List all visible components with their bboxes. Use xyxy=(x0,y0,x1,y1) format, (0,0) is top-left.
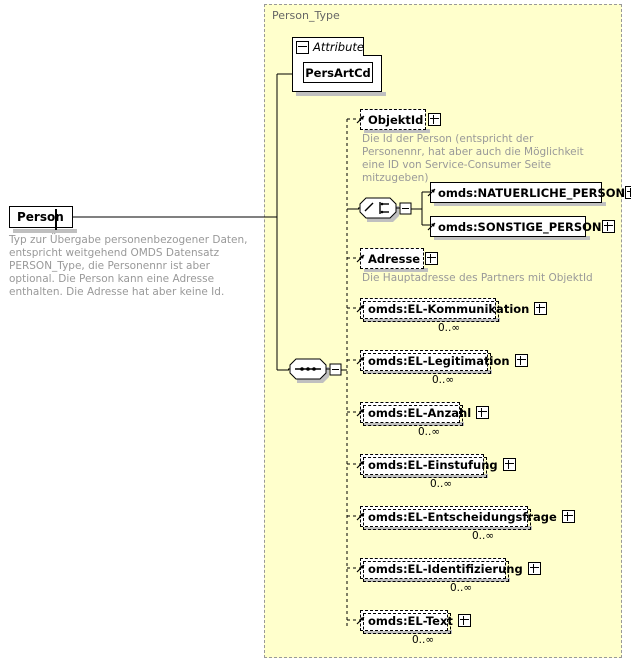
element-el-kommunikation-label: omds:EL-Kommunikation xyxy=(368,301,530,316)
element-el-entscheidungsfrage[interactable]: omds:EL-Entscheidungsfrage xyxy=(360,506,575,527)
element-el-einstufung-label: omds:EL-Einstufung xyxy=(368,457,498,472)
el-kommunikation-shadow xyxy=(364,318,500,322)
person-collapse-toggle[interactable] xyxy=(55,209,57,230)
plus-icon[interactable] xyxy=(425,252,439,265)
plus-icon[interactable] xyxy=(625,186,631,199)
element-el-entscheidungsfrage-label: omds:EL-Entscheidungsfrage xyxy=(368,509,557,524)
element-adresse-label: Adresse xyxy=(368,251,421,266)
element-objektid-label: ObjektId xyxy=(368,112,424,127)
attribute-group-label: Attribute xyxy=(313,40,364,54)
person-box-shadow xyxy=(13,229,77,233)
element-el-kommunikation[interactable]: omds:EL-Kommunikation xyxy=(360,298,548,319)
el-legitimation-occurs: 0..∞ xyxy=(432,374,455,386)
element-el-legitimation-label: omds:EL-Legitimation xyxy=(368,353,510,368)
sequence-compositor[interactable] xyxy=(288,356,344,385)
plus-icon[interactable] xyxy=(502,458,516,471)
plus-icon[interactable] xyxy=(457,614,471,627)
element-el-legitimation[interactable]: omds:EL-Legitimation xyxy=(360,350,528,371)
element-natuerliche-person[interactable]: omds:NATUERLICHE_PERSON xyxy=(430,182,631,203)
minus-icon xyxy=(55,209,57,230)
el-identifizierung-occurs: 0..∞ xyxy=(450,582,473,594)
el-einstufung-shadow xyxy=(364,474,488,478)
adresse-documentation: Die Hauptadresse des Partners mit Objekt… xyxy=(362,272,593,284)
root-element-label: Person xyxy=(17,210,64,224)
el-legitimation-shadow xyxy=(364,370,492,374)
root-element-person[interactable]: Person xyxy=(9,206,73,228)
element-sonstige-person[interactable]: omds:SONSTIGE_PERSON xyxy=(430,216,615,237)
element-adresse[interactable]: Adresse xyxy=(360,248,439,269)
person-documentation: Typ zur Übergabe personenbezogener Daten… xyxy=(9,234,248,298)
choice-compositor[interactable] xyxy=(358,195,414,224)
el-identifizierung-shadow xyxy=(364,578,510,582)
plus-icon[interactable] xyxy=(428,113,442,126)
attribute-persartcd[interactable]: PersArtCd xyxy=(303,62,373,83)
el-entscheidungsfrage-occurs: 0..∞ xyxy=(472,530,495,542)
element-el-anzahl-label: omds:EL-Anzahl xyxy=(368,405,472,420)
adresse-shadow xyxy=(364,268,428,272)
element-el-einstufung[interactable]: omds:EL-Einstufung xyxy=(360,454,516,475)
element-el-identifizierung-label: omds:EL-Identifizierung xyxy=(368,561,523,576)
el-anzahl-shadow xyxy=(364,422,464,426)
element-el-text-label: omds:EL-Text xyxy=(368,613,453,628)
el-text-shadow xyxy=(364,630,452,634)
element-objektid[interactable]: ObjektId xyxy=(360,109,442,130)
attribute-box-shadow xyxy=(296,92,386,96)
plus-icon[interactable] xyxy=(527,562,541,575)
objektid-shadow xyxy=(364,129,430,133)
plus-icon[interactable] xyxy=(514,354,528,367)
natuerliche-person-shadow xyxy=(434,202,606,206)
plus-icon[interactable] xyxy=(534,302,548,315)
el-einstufung-occurs: 0..∞ xyxy=(430,478,453,490)
attribute-persartcd-label: PersArtCd xyxy=(305,65,371,80)
element-natuerliche-person-label: omds:NATUERLICHE_PERSON xyxy=(438,185,626,200)
el-text-occurs: 0..∞ xyxy=(412,634,435,646)
element-el-anzahl[interactable]: omds:EL-Anzahl xyxy=(360,402,490,423)
attribute-group-header[interactable]: Attribute xyxy=(292,37,364,56)
el-anzahl-occurs: 0..∞ xyxy=(418,426,441,438)
el-entscheidungsfrage-shadow xyxy=(364,526,532,530)
el-kommunikation-occurs: 0..∞ xyxy=(438,322,461,334)
element-el-identifizierung[interactable]: omds:EL-Identifizierung xyxy=(360,558,541,579)
element-sonstige-person-label: omds:SONSTIGE_PERSON xyxy=(438,219,602,234)
plus-icon[interactable] xyxy=(601,220,615,233)
objektid-documentation: Die Id der Person (entspricht der Person… xyxy=(362,133,584,184)
sonstige-person-shadow xyxy=(434,236,590,240)
plus-icon[interactable] xyxy=(561,510,575,523)
plus-icon[interactable] xyxy=(476,406,490,419)
element-el-text[interactable]: omds:EL-Text xyxy=(360,610,471,631)
complex-type-title: Person_Type xyxy=(272,9,340,22)
complex-type-panel xyxy=(264,4,622,658)
minus-icon[interactable] xyxy=(296,40,309,54)
